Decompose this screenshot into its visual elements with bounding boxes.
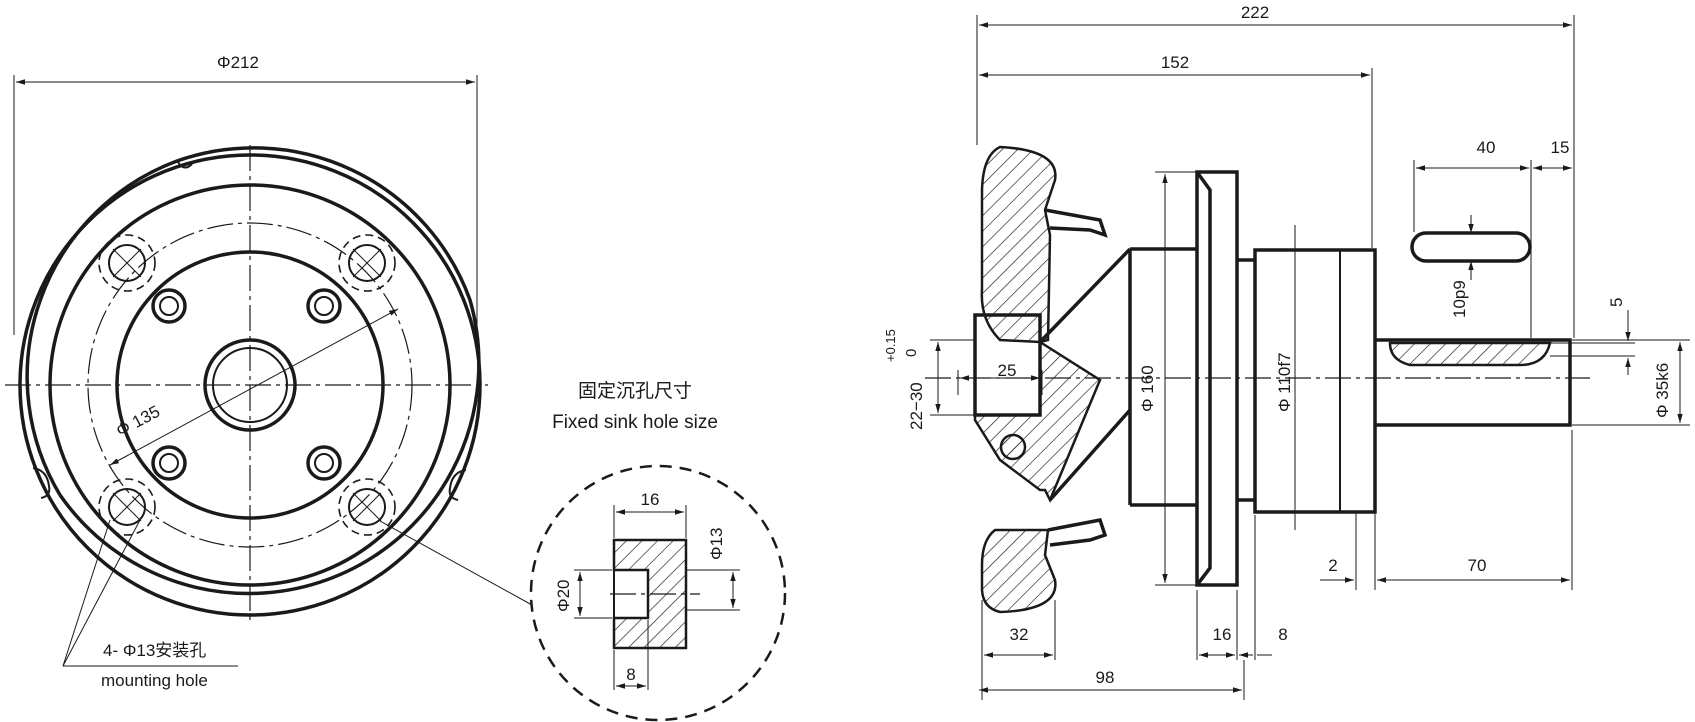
dim-flange-thick: 16 — [1213, 625, 1232, 644]
dim-overall-length: 222 — [1241, 3, 1269, 22]
rim-bottom-section — [980, 528, 1057, 614]
dim-line-135 — [109, 308, 399, 466]
dim-tol-lower: 0 — [903, 349, 920, 357]
outer-rim — [25, 146, 481, 596]
notch-left — [32, 467, 51, 499]
detail-title-cn: 固定沉孔尺寸 — [578, 380, 692, 402]
flange — [1195, 170, 1239, 587]
dim-key-width: 10p9 — [1450, 280, 1469, 318]
dim-rim-width: 32 — [1010, 625, 1029, 644]
dim-hub-range: 22−30 — [907, 382, 926, 430]
side-view: 10p9 222 152 40 15 5 Φ 35k6 Φ 110f7 — [883, 3, 1690, 700]
pilot — [1253, 248, 1377, 514]
detail-dim-sink: Φ20 — [554, 580, 573, 612]
detail-title-en: Fixed sink hole size — [552, 412, 718, 433]
dim-pilot-len: 8 — [1278, 625, 1287, 644]
notch-top — [177, 161, 193, 169]
shaft — [1375, 338, 1572, 427]
pin-section — [999, 433, 1027, 461]
label-mounting-hole-cn: 4- Φ13安装孔 — [103, 641, 206, 660]
notch-right — [448, 469, 467, 501]
detail-dim-counterbore: Φ13 — [707, 528, 726, 560]
dim-pilot-dia: Φ 110f7 — [1275, 352, 1294, 412]
detail-dim-width: 16 — [641, 490, 660, 509]
dim-key-depth: 5 — [1607, 298, 1626, 307]
dim-hub-width: 25 — [998, 361, 1017, 380]
hub-section — [973, 339, 1102, 504]
dim-shaft-dia: Φ 35k6 — [1653, 363, 1672, 418]
dim-body-length: 152 — [1161, 53, 1189, 72]
key — [1410, 231, 1532, 263]
mounting-holes — [98, 234, 396, 536]
dim-key-length: 40 — [1477, 138, 1496, 157]
dim-flange-dia: Φ 160 — [1138, 365, 1157, 412]
dim-coupling-len: 98 — [1096, 668, 1115, 687]
dim-outer-diameter: Φ212 — [217, 53, 259, 72]
dim-shoulder: 2 — [1328, 556, 1337, 575]
dim-tol-upper: +0.15 — [883, 329, 898, 362]
detail-circle — [529, 464, 787, 722]
detail-dim-depth: 8 — [626, 665, 635, 684]
rim-top-section — [980, 145, 1057, 344]
label-mounting-hole-en: mounting hole — [101, 671, 208, 690]
dim-shaft-length: 70 — [1468, 556, 1487, 575]
keyway-section — [1388, 341, 1552, 367]
detail-view: 固定沉孔尺寸 Fixed sink hole size 16 Φ13 Φ20 8 — [529, 380, 787, 722]
front-view: Φ212 Φ 135 4- Φ13安装孔 mounting hole — [5, 53, 533, 690]
dim-key-offset: 15 — [1551, 138, 1570, 157]
